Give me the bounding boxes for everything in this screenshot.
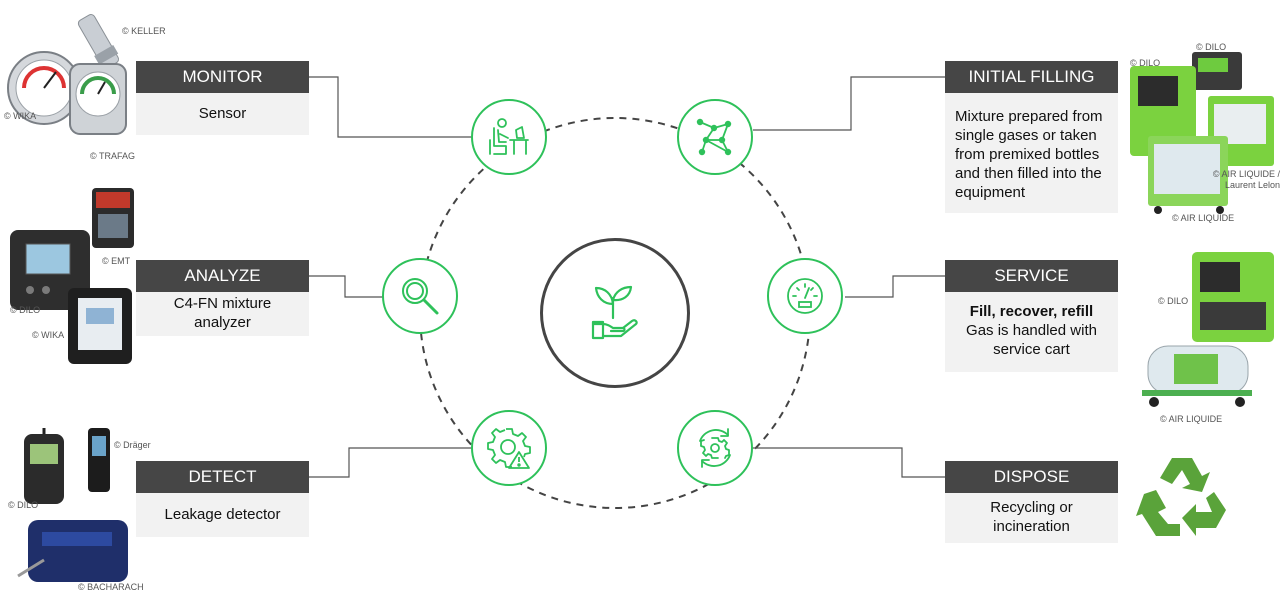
dispose-body: Recycling or incineration [945,493,1118,543]
credit-wika-1: © WIKA [4,111,37,121]
dispose-node [677,410,753,486]
detect-title: DETECT [136,461,309,493]
initial-filling-title: INITIAL FILLING [945,61,1118,93]
monitor-title: MONITOR [136,61,309,93]
analyze-title: ANALYZE [136,260,309,292]
initial-filling-equipment-image [1130,52,1274,214]
analyze-devices-image [10,188,134,364]
person-at-desk-icon [489,118,529,155]
initial-filling-body: Mixture prepared from single gases or ta… [945,93,1118,213]
gauge-icon [787,278,823,314]
service-body: Fill, recover, refill Gas is handled wit… [945,292,1118,372]
service-title: SERVICE [945,260,1118,292]
credit-dilo-2: © DILO [8,500,39,510]
credit-dilo-3: © DILO [1196,42,1227,52]
credit-air-liquide-2: © AIR LIQUIDE [1160,414,1223,424]
credit-bacharach: © BACHARACH [78,582,144,592]
magnifier-icon [402,278,439,315]
monitor-body: Sensor [136,93,309,135]
monitor-node [471,99,547,175]
analyze-node [382,258,458,334]
monitor-devices-image [7,14,127,135]
recycle-icon [1136,458,1226,536]
network-nodes-icon [696,118,732,156]
service-equipment-image [1142,252,1274,407]
credit-dilo-4: © DILO [1130,58,1161,68]
dispose-title: DISPOSE [945,461,1118,493]
central-hub [540,238,690,388]
analyze-body: C4-FN mixture analyzer [136,292,309,336]
credit-trafag: © TRAFAG [90,151,135,161]
detect-devices-image [17,428,128,582]
credit-air-liquide-laurent: © AIR LIQUIDE / Laurent Lelon [1212,169,1280,190]
credit-drager: © Dräger [114,440,151,450]
service-body-bold: Fill, recover, refill [969,303,1094,320]
plant-in-hand-icon [591,285,638,340]
initial-filling-node [677,99,753,175]
detect-node [471,410,547,486]
credit-wika-2: © WIKA [32,330,65,340]
credit-dilo-1: © DILO [10,305,41,315]
credit-emt: © EMT [102,256,131,266]
service-node [767,258,843,334]
credit-keller: © KELLER [122,26,166,36]
credit-dilo-5: © DILO [1158,296,1189,306]
service-body-text: Gas is handled with service cart [966,322,1097,358]
detect-body: Leakage detector [136,493,309,537]
gear-warning-icon [487,428,531,469]
recycle-gear-icon [699,428,731,468]
credit-air-liquide-1: © AIR LIQUIDE [1172,213,1235,223]
